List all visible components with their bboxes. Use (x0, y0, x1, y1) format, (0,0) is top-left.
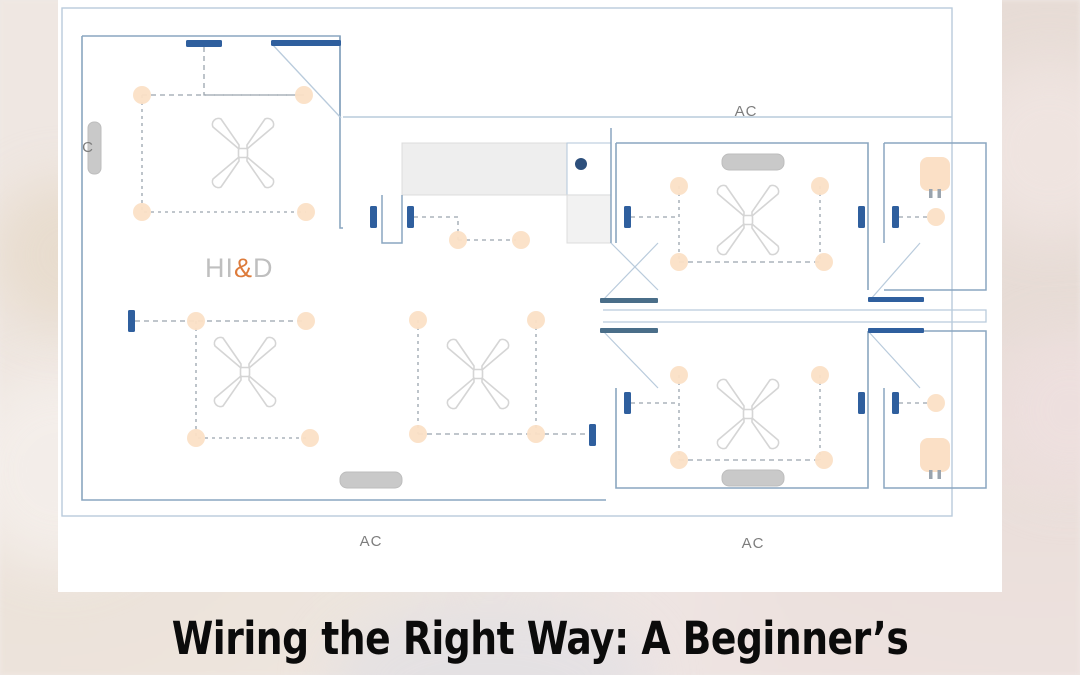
floor-plan-card: HI&D (58, 0, 1002, 592)
door-marker[interactable] (600, 328, 658, 333)
light-point[interactable] (133, 86, 151, 104)
geyser-icon (920, 438, 950, 479)
article-title-text: Wiring the Right Way: A Beginner’s (171, 612, 909, 665)
wiring-center-passage (414, 216, 530, 249)
light-point[interactable] (527, 425, 545, 443)
switch-board[interactable] (858, 392, 865, 414)
ceiling-fan-icon (446, 338, 510, 410)
light-point[interactable] (133, 203, 151, 221)
switch-board[interactable] (128, 310, 135, 332)
door-marker[interactable] (186, 40, 222, 47)
floor-plan-drawing: HI&D (61, 7, 987, 552)
switch-board[interactable] (624, 206, 631, 228)
light-point[interactable] (811, 366, 829, 384)
utility-box-lower (566, 194, 612, 244)
light-point[interactable] (187, 312, 205, 330)
ceiling-fan-icon (211, 117, 275, 189)
wall-left-top (82, 35, 343, 229)
light-point[interactable] (815, 253, 833, 271)
label-ac-top-right: AC (735, 103, 758, 120)
pantry-counter (401, 142, 568, 196)
ceiling-fan-icon (716, 184, 780, 256)
switch-board[interactable] (370, 206, 377, 228)
light-point[interactable] (409, 311, 427, 329)
light-point[interactable] (301, 429, 319, 447)
light-point[interactable] (927, 394, 945, 412)
label-ac-bottom-right: AC (742, 535, 765, 552)
wire-run (141, 95, 306, 213)
light-point[interactable] (815, 451, 833, 469)
logo-part-d: D (253, 253, 274, 283)
geyser-icon (920, 157, 950, 198)
wall-bath-top-right (884, 142, 987, 291)
light-point[interactable] (187, 429, 205, 447)
door-marker[interactable] (271, 40, 341, 46)
logo-ampersand: & (234, 253, 253, 283)
light-point[interactable] (927, 208, 945, 226)
switch-board[interactable] (407, 206, 414, 228)
utility-box (566, 142, 612, 196)
ceiling-fan-icon (213, 336, 277, 408)
wall-bedroom-bottom-right (615, 331, 869, 489)
light-point[interactable] (670, 451, 688, 469)
light-point[interactable] (297, 312, 315, 330)
brand-logo: HI&D (205, 253, 274, 283)
wiring-living-center (409, 311, 596, 446)
light-point[interactable] (512, 231, 530, 249)
light-point[interactable] (449, 231, 467, 249)
switch-board[interactable] (892, 206, 899, 228)
wiring-bedroom-bottom-left (128, 310, 319, 447)
light-point[interactable] (670, 366, 688, 384)
wall-center-stub (381, 195, 403, 244)
door-marker[interactable] (600, 298, 658, 303)
light-point[interactable] (295, 86, 313, 104)
door-swing (869, 242, 921, 301)
ac-unit (339, 471, 403, 489)
wall-bedroom-top-right (616, 142, 869, 290)
ac-unit (87, 121, 102, 175)
light-point[interactable] (409, 425, 427, 443)
light-point[interactable] (811, 177, 829, 195)
light-point[interactable] (670, 253, 688, 271)
ceiling-light-point[interactable] (575, 158, 587, 170)
logo-part-hi: HI (205, 253, 234, 283)
wall-left-outer (81, 36, 606, 501)
wiring-bedroom-top-left (133, 47, 315, 221)
switch-board[interactable] (892, 392, 899, 414)
door-swing (602, 242, 659, 301)
door-swing (867, 330, 921, 389)
door-marker[interactable] (868, 328, 924, 333)
plan-outer-boundary (61, 7, 953, 517)
ac-unit (721, 469, 785, 487)
wall-bath-bottom-right (883, 330, 987, 489)
light-point[interactable] (297, 203, 315, 221)
door-swing-top-left (271, 43, 342, 119)
door-marker[interactable] (868, 297, 924, 302)
corridor (603, 309, 987, 323)
wiring-bedroom-top-right (624, 177, 833, 271)
article-title: Wiring the Right Way: A Beginner’s (0, 612, 1080, 665)
door-swing (602, 330, 659, 389)
switch-board[interactable] (589, 424, 596, 446)
switch-board[interactable] (624, 392, 631, 414)
light-point[interactable] (527, 311, 545, 329)
switch-board[interactable] (858, 206, 865, 228)
wire-run (203, 47, 304, 96)
label-ac-bottom-left: AC (360, 533, 383, 550)
label-ac-left: C (82, 139, 94, 156)
wiring-bedroom-bottom-right (624, 366, 833, 469)
light-point[interactable] (670, 177, 688, 195)
ac-unit (721, 153, 785, 171)
ceiling-fan-icon (716, 378, 780, 450)
